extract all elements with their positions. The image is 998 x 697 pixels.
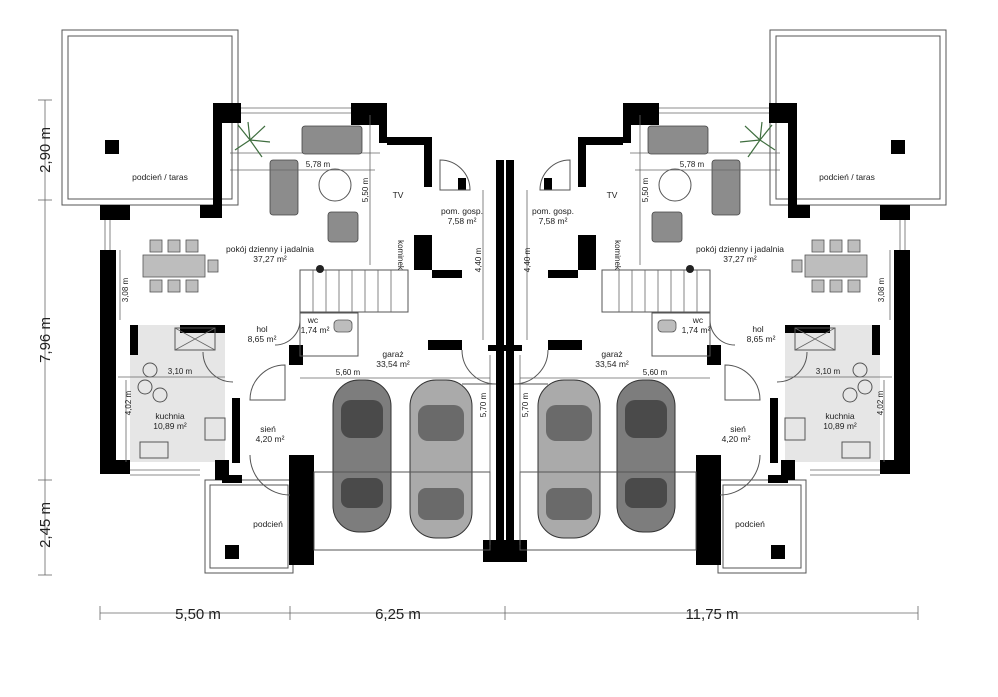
garage-width-dim: 5,60 m xyxy=(643,368,668,377)
wc-area: 1,74 m² xyxy=(682,325,711,335)
terrace-label: podcień / taras xyxy=(132,172,188,182)
vestibule-label: sień xyxy=(730,424,746,434)
overall-dimensions: 2,90 m 7,96 m 2,45 m 5,50 m 6,25 m 11,75… xyxy=(37,99,919,623)
garage-height-dim: 5,70 m xyxy=(521,392,530,417)
kitchen-width-dim: 3,10 m xyxy=(816,367,841,376)
dim-left-bottom: 2,45 m xyxy=(37,502,54,548)
fridge-icon xyxy=(794,327,836,351)
right-unit: podcień / taras pokój dzienny i jadalnia… xyxy=(504,29,947,574)
dining-height-dim: 3,08 m xyxy=(877,277,886,302)
living-height-dim: 5,50 m xyxy=(361,177,370,202)
kitchen-height-dim: 4,02 m xyxy=(876,390,885,415)
utility-height-dim: 4,40 m xyxy=(474,247,483,272)
garage-area: 33,54 m² xyxy=(376,359,410,369)
hall-area: 8,65 m² xyxy=(248,334,277,344)
dining-height-dim: 3,08 m xyxy=(121,277,130,302)
stove-icon xyxy=(204,417,226,441)
living-height-dim: 5,50 m xyxy=(641,177,650,202)
dim-left-top: 2,90 m xyxy=(37,127,54,173)
garage-height-dim: 5,70 m xyxy=(479,392,488,417)
sink-icon xyxy=(841,441,871,459)
wc-label: wc xyxy=(692,315,704,325)
dining-table-icon xyxy=(804,254,868,278)
vestibule-area: 4,20 m² xyxy=(722,434,751,444)
hall-label: hol xyxy=(256,324,267,334)
plant-icon xyxy=(234,121,271,158)
wc-label: wc xyxy=(307,315,319,325)
terrace-label: podcień / taras xyxy=(819,172,875,182)
utility-area: 7,58 m² xyxy=(539,216,568,226)
coffee-table-icon xyxy=(658,168,692,202)
tv-label: TV xyxy=(607,190,618,200)
sofa-icon xyxy=(647,125,709,155)
living-width-dim: 5,78 m xyxy=(306,160,331,169)
utility-label: pom. gosp. xyxy=(441,206,483,216)
kitchen-width-dim: 3,10 m xyxy=(168,367,193,376)
armchair-icon xyxy=(327,211,359,243)
kitchen-label: kuchnia xyxy=(155,411,185,421)
stove-icon xyxy=(784,417,806,441)
car-icon xyxy=(332,379,392,533)
car-icon xyxy=(409,379,473,539)
car-icon xyxy=(616,379,676,533)
utility-area: 7,58 m² xyxy=(448,216,477,226)
dim-left-mid: 7,96 m xyxy=(37,317,54,363)
dim-bottom-2: 6,25 m xyxy=(375,606,421,623)
living-area: 37,27 m² xyxy=(253,254,287,264)
kitchen-height-dim: 4,02 m xyxy=(124,390,133,415)
living-label: pokój dzienny i jadalnia xyxy=(226,244,314,254)
garage-width-dim: 5,60 m xyxy=(336,368,361,377)
stairs xyxy=(601,265,711,313)
sofa-icon xyxy=(269,159,299,216)
wc-area: 1,74 m² xyxy=(301,325,330,335)
coffee-table-icon xyxy=(318,168,352,202)
dining-table-icon xyxy=(142,254,206,278)
kitchen-area: 10,89 m² xyxy=(153,421,187,431)
dim-bottom-1: 5,50 m xyxy=(175,606,221,623)
kitchen-label: kuchnia xyxy=(825,411,855,421)
utility-label: pom. gosp. xyxy=(532,206,574,216)
vestibule-area: 4,20 m² xyxy=(256,434,285,444)
tv-label: TV xyxy=(393,190,404,200)
stairs xyxy=(299,265,409,313)
garage-label: garaż xyxy=(601,349,622,359)
sofa-icon xyxy=(711,159,741,216)
kitchen-area: 10,89 m² xyxy=(823,421,857,431)
car-icon xyxy=(537,379,601,539)
left-unit: podcień / taras pokój dzienny i jadalnia… xyxy=(61,29,506,574)
fridge-icon xyxy=(174,327,216,351)
sink-icon xyxy=(139,441,169,459)
garage-label: garaż xyxy=(382,349,403,359)
hall-area: 8,65 m² xyxy=(747,334,776,344)
utility-height-dim: 4,40 m xyxy=(523,247,532,272)
fireplace-label: kominek xyxy=(613,240,622,271)
living-area: 37,27 m² xyxy=(723,254,757,264)
vestibule-label: sień xyxy=(260,424,276,434)
garage-area: 33,54 m² xyxy=(595,359,629,369)
sofa-icon xyxy=(301,125,363,155)
hall-label: hol xyxy=(752,324,763,334)
living-width-dim: 5,78 m xyxy=(680,160,705,169)
porch-label: podcień xyxy=(735,519,765,529)
fireplace-label: kominek xyxy=(396,240,405,271)
dim-bottom-3: 11,75 m xyxy=(685,606,738,623)
living-label: pokój dzienny i jadalnia xyxy=(696,244,784,254)
armchair-icon xyxy=(651,211,683,243)
porch-label: podcień xyxy=(253,519,283,529)
plant-icon xyxy=(739,121,776,158)
